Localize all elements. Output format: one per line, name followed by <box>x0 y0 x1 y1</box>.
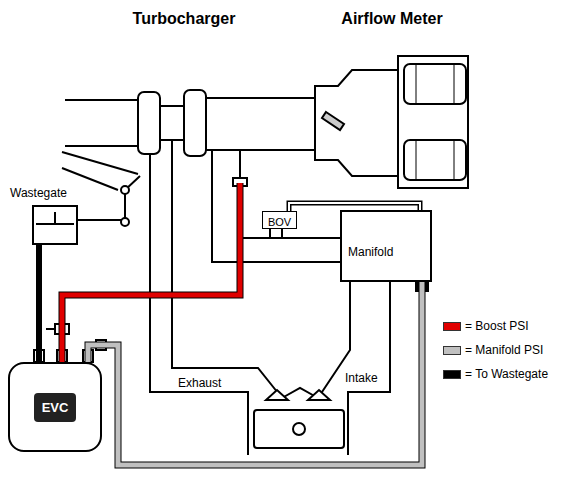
filter-ribs <box>416 64 454 180</box>
line-outline <box>62 183 240 362</box>
turbocharger: Turbocharger <box>118 10 250 183</box>
air-filter-element <box>404 140 466 180</box>
line-core <box>88 282 422 465</box>
rod-joint <box>121 186 129 194</box>
legend-swatch <box>443 322 461 331</box>
node-label: Wastegate <box>10 186 67 200</box>
line-outline <box>88 282 422 465</box>
bov-stub <box>270 229 282 238</box>
legend-swatch <box>443 370 461 379</box>
intake-pipe <box>65 100 138 146</box>
legend-label: = To Wastegate <box>465 366 548 382</box>
node-label: Turbocharger <box>118 10 250 28</box>
airflow-flap <box>322 112 344 130</box>
wastegate-line <box>39 245 40 362</box>
label-holder: Exhaust <box>178 373 221 391</box>
node-label: Airflow Meter <box>312 10 472 28</box>
air-filter-housing <box>398 56 468 188</box>
compressor-housing <box>184 90 206 156</box>
wastegate-actuator: Wastegate <box>32 205 78 245</box>
boost-controller: EVC <box>8 362 102 452</box>
turbine-housing <box>138 92 160 154</box>
port-label: Exhaust <box>178 376 221 390</box>
legend-row: = Boost PSI <box>443 318 529 334</box>
piston <box>254 410 344 448</box>
port-label: Intake <box>345 371 378 385</box>
label-holder: Intake <box>345 368 378 386</box>
legend-row: = Manifold PSI <box>443 342 543 358</box>
node-label: BOV <box>268 216 291 229</box>
wastegate-rod <box>78 176 140 222</box>
legend-label: = Boost PSI <box>465 318 529 334</box>
legend-label: = Manifold PSI <box>465 342 543 358</box>
legend-row: = To Wastegate <box>443 366 548 382</box>
node-label: Manifold <box>348 245 393 259</box>
node-label: EVC <box>34 393 77 422</box>
intake-manifold: Manifold <box>340 210 432 282</box>
air-filter-element <box>404 64 466 104</box>
turbo-center <box>160 106 184 140</box>
wastegate-diaphragm <box>36 212 74 224</box>
intake-valve <box>308 390 330 400</box>
blow-off-valve: BOV <box>262 211 297 229</box>
line-core <box>62 183 240 362</box>
tee-stub <box>46 328 55 330</box>
rod-joint <box>121 218 129 226</box>
downpipe <box>62 152 138 190</box>
exhaust-valve <box>266 390 288 400</box>
manifold-pressure-line <box>88 282 422 465</box>
line-core <box>36 245 42 362</box>
wrist-pin <box>293 423 305 435</box>
airflow-meter-body <box>315 70 398 176</box>
airflow-meter: Airflow Meter <box>312 10 472 195</box>
boost-pressure-line <box>62 183 240 362</box>
legend-swatch <box>443 346 461 355</box>
